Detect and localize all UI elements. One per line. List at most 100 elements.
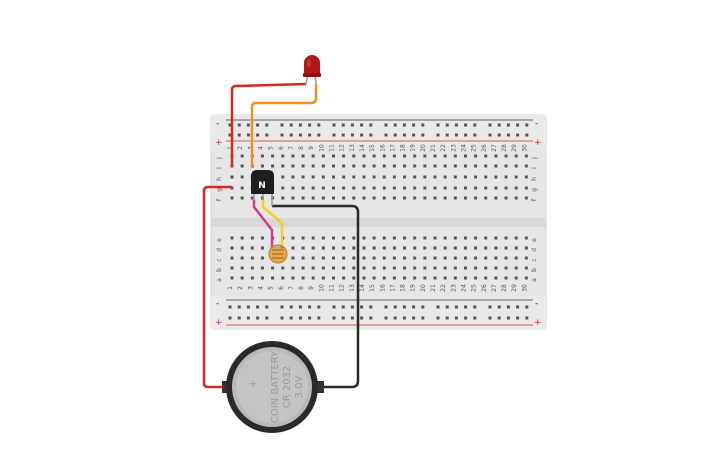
- hole-d30[interactable]: [524, 246, 528, 250]
- hole-i25[interactable]: [474, 164, 478, 168]
- hole-f21[interactable]: [433, 196, 437, 200]
- hole-d8[interactable]: [301, 246, 305, 250]
- hole-e29[interactable]: [514, 236, 518, 240]
- hole-c8[interactable]: [301, 256, 305, 260]
- hole-c18[interactable]: [403, 256, 407, 260]
- hole-b24[interactable]: [463, 266, 467, 270]
- hole-h21[interactable]: [433, 175, 437, 179]
- hole-f11[interactable]: [332, 196, 335, 200]
- hole-d11[interactable]: [332, 246, 335, 250]
- hole-j23[interactable]: [453, 154, 457, 158]
- hole-b30[interactable]: [524, 266, 528, 270]
- top-rail-plus-hole[interactable]: [317, 133, 321, 137]
- hole-i15[interactable]: [372, 164, 376, 168]
- top-rail-minus-hole[interactable]: [525, 123, 529, 127]
- hole-a24[interactable]: [463, 276, 467, 280]
- top-rail-minus-hole[interactable]: [280, 123, 284, 127]
- hole-g22[interactable]: [443, 186, 447, 190]
- hole-a16[interactable]: [382, 276, 386, 280]
- top-rail-minus-hole[interactable]: [402, 123, 406, 127]
- hole-d21[interactable]: [433, 246, 437, 250]
- hole-h15[interactable]: [372, 175, 376, 179]
- hole-c11[interactable]: [332, 256, 335, 260]
- bottom-rail-minus-hole[interactable]: [497, 305, 501, 309]
- hole-i10[interactable]: [321, 164, 325, 168]
- hole-g10[interactable]: [321, 186, 325, 190]
- hole-a8[interactable]: [301, 276, 305, 280]
- hole-e19[interactable]: [413, 236, 417, 240]
- hole-g17[interactable]: [392, 186, 396, 190]
- hole-h17[interactable]: [392, 175, 396, 179]
- bottom-rail-plus-hole[interactable]: [256, 316, 260, 320]
- hole-d20[interactable]: [423, 246, 427, 250]
- hole-j21[interactable]: [433, 154, 437, 158]
- top-rail-minus-hole[interactable]: [317, 123, 321, 127]
- hole-d9[interactable]: [311, 246, 315, 250]
- bottom-rail-plus-hole[interactable]: [341, 316, 345, 320]
- hole-i23[interactable]: [453, 164, 457, 168]
- hole-j9[interactable]: [311, 154, 315, 158]
- bottom-rail-plus-hole[interactable]: [445, 316, 449, 320]
- hole-j8[interactable]: [301, 154, 305, 158]
- hole-e22[interactable]: [443, 236, 447, 240]
- hole-e21[interactable]: [433, 236, 437, 240]
- top-rail-plus-hole[interactable]: [516, 133, 520, 137]
- hole-e4[interactable]: [260, 236, 264, 240]
- hole-g29[interactable]: [514, 186, 518, 190]
- top-rail-plus-hole[interactable]: [393, 133, 397, 137]
- red-led[interactable]: [303, 55, 321, 85]
- hole-f27[interactable]: [494, 196, 498, 200]
- hole-e1[interactable]: [230, 236, 234, 240]
- hole-a28[interactable]: [504, 276, 508, 280]
- coin-battery[interactable]: + COIN BATTERY CR 2032 3.0V: [222, 341, 324, 433]
- hole-b20[interactable]: [423, 266, 427, 270]
- top-rail-plus-hole[interactable]: [256, 133, 260, 137]
- hole-d7[interactable]: [291, 246, 295, 250]
- hole-f9[interactable]: [311, 196, 315, 200]
- orange-wire-led[interactable]: [250, 84, 318, 167]
- top-rail-minus-hole[interactable]: [265, 123, 269, 127]
- top-rail-minus-hole[interactable]: [393, 123, 397, 127]
- hole-i29[interactable]: [514, 164, 518, 168]
- top-rail-minus-hole[interactable]: [384, 123, 388, 127]
- hole-a26[interactable]: [484, 276, 488, 280]
- hole-d23[interactable]: [453, 246, 457, 250]
- hole-g8[interactable]: [301, 186, 305, 190]
- hole-g9[interactable]: [311, 186, 315, 190]
- top-rail-plus-hole[interactable]: [350, 133, 354, 137]
- hole-f13[interactable]: [352, 196, 356, 200]
- hole-h28[interactable]: [504, 175, 508, 179]
- hole-c23[interactable]: [453, 256, 457, 260]
- hole-e26[interactable]: [484, 236, 488, 240]
- bottom-rail-minus-hole[interactable]: [488, 305, 492, 309]
- hole-f26[interactable]: [484, 196, 488, 200]
- hole-h11[interactable]: [332, 175, 335, 179]
- bottom-rail-minus-hole[interactable]: [360, 305, 364, 309]
- photoresistor[interactable]: [268, 244, 288, 264]
- bottom-rail-plus-hole[interactable]: [332, 316, 336, 320]
- hole-c10[interactable]: [321, 256, 325, 260]
- hole-a11[interactable]: [332, 276, 335, 280]
- hole-f25[interactable]: [474, 196, 478, 200]
- top-rail-plus-hole[interactable]: [246, 133, 250, 137]
- hole-j2[interactable]: [240, 154, 244, 158]
- hole-h8[interactable]: [301, 175, 305, 179]
- hole-c13[interactable]: [352, 256, 356, 260]
- hole-d4[interactable]: [260, 246, 264, 250]
- hole-e25[interactable]: [474, 236, 478, 240]
- hole-g13[interactable]: [352, 186, 356, 190]
- hole-c2[interactable]: [240, 256, 244, 260]
- hole-i16[interactable]: [382, 164, 386, 168]
- hole-h19[interactable]: [413, 175, 417, 179]
- hole-h20[interactable]: [423, 175, 427, 179]
- hole-d19[interactable]: [413, 246, 417, 250]
- bottom-rail-minus-hole[interactable]: [280, 305, 284, 309]
- top-rail-minus-hole[interactable]: [256, 123, 260, 127]
- hole-f20[interactable]: [423, 196, 427, 200]
- top-rail-minus-hole[interactable]: [445, 123, 449, 127]
- hole-e2[interactable]: [240, 236, 244, 240]
- bottom-rail-minus-hole[interactable]: [237, 305, 241, 309]
- hole-i11[interactable]: [332, 164, 335, 168]
- bottom-rail-minus-hole[interactable]: [454, 305, 458, 309]
- top-rail-plus-hole[interactable]: [402, 133, 406, 137]
